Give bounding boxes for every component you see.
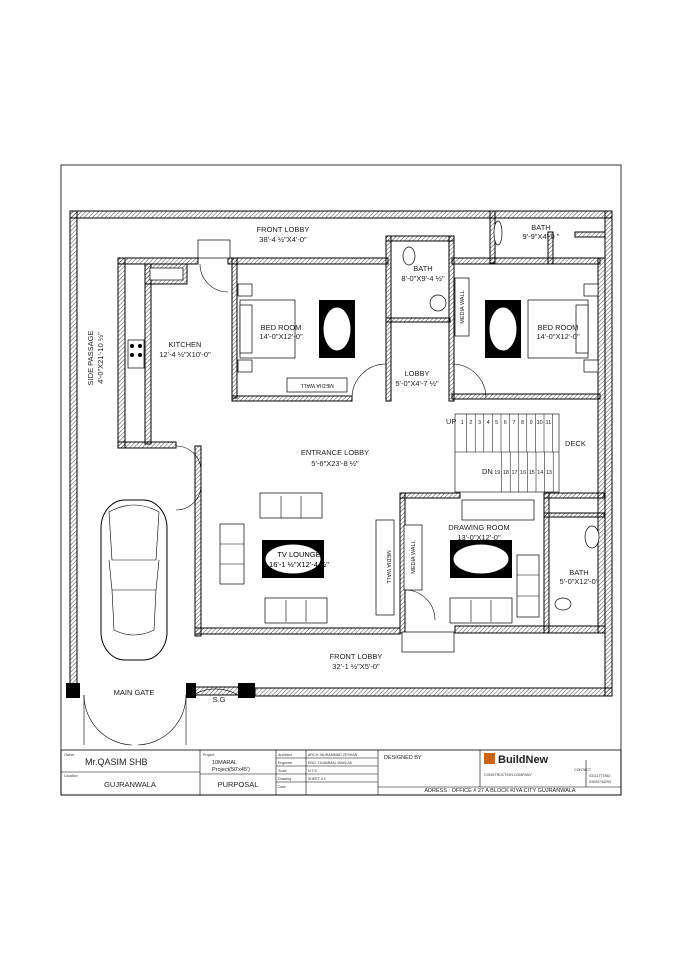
stair-down-step-number: 15 bbox=[529, 470, 535, 476]
kitchen-name: KITCHEN bbox=[169, 340, 202, 349]
bed-room-left-name: BED ROOM bbox=[261, 323, 302, 332]
stair-up-step-number: 2 bbox=[469, 420, 472, 426]
room-labels: FRONT LOBBY 38'-4 ½"X4'-0" BATH 9'-9"X4'… bbox=[86, 223, 599, 704]
drawn-row-3: SHEET # 1 bbox=[308, 777, 326, 781]
front-lobby-top-name: FRONT LOBBY bbox=[257, 225, 310, 234]
front-lobby-top-dim: 38'-4 ½"X4'-0" bbox=[259, 235, 307, 244]
furniture bbox=[127, 220, 600, 624]
tv-lounge-dim: 16'-1 ½"X12'-4 ½" bbox=[269, 560, 329, 569]
drawn-caption-2: Scale bbox=[278, 769, 287, 773]
side-passage-dim: 4'-0"X21'-10 ½" bbox=[96, 332, 105, 384]
bed-room-right-name: BED ROOM bbox=[538, 323, 579, 332]
side-passage-name: SIDE PASSAGE bbox=[86, 331, 95, 386]
title-block: Owner Mr.QASIM SHB Location GUJRANWALA P… bbox=[60, 749, 622, 796]
bath-top-name: BATH bbox=[531, 223, 550, 232]
stair-up-step-number: 1 bbox=[461, 420, 464, 426]
bath-top-dim: 9'-9"X4'-0 " bbox=[523, 232, 560, 241]
side-gate-label: S.G bbox=[213, 695, 226, 704]
drawing-room-name: DRAWING ROOM bbox=[448, 523, 509, 532]
project-caption: Project bbox=[203, 753, 214, 757]
drawn-caption-1: Engineer bbox=[278, 761, 293, 765]
stair-up-label: UP bbox=[446, 417, 456, 426]
drawn-row-0: ARCH. MUHAMMAD ZESHAN bbox=[308, 753, 358, 757]
owner-caption: Owner bbox=[64, 753, 75, 757]
drawn-caption-4: Date bbox=[278, 785, 286, 789]
contact-2: 03000744293 bbox=[589, 780, 611, 784]
stair-up-step-number: 11 bbox=[545, 420, 551, 426]
tv-lounge-name: TV LOUNGE bbox=[277, 550, 320, 559]
drawn-caption-3: Drawing bbox=[278, 777, 291, 781]
drawing-room-dim: 13'-0"X12'-0" bbox=[457, 533, 501, 542]
drawn-caption-0: Architect bbox=[278, 753, 292, 757]
company-name: BuildNew bbox=[498, 754, 549, 766]
stair-down-step-number: 13 bbox=[546, 470, 552, 476]
media-wall-drawing-2: MEDIA WALL bbox=[411, 540, 417, 573]
stair-down-step-number: 16 bbox=[520, 470, 526, 476]
stair-up-step-number: 9 bbox=[530, 420, 533, 426]
company-logo-icon bbox=[484, 753, 495, 764]
stair-down-step-number: 17 bbox=[511, 470, 517, 476]
purpose-value: PURPOSAL bbox=[218, 780, 259, 789]
designed-by-label: DESIGNED BY bbox=[384, 755, 422, 761]
stair-up-step-number: 5 bbox=[495, 420, 498, 426]
media-wall-drawing-1: MEDIA WALL bbox=[385, 550, 391, 583]
bath-center-name: BATH bbox=[413, 264, 432, 273]
project-size: 10MARAL bbox=[212, 760, 237, 766]
company-tagline: CONSTRUCTION COMPANY bbox=[484, 773, 532, 777]
stair-down-step-number: 18 bbox=[503, 470, 509, 476]
deck-label: DECK bbox=[565, 439, 586, 448]
front-lobby-bottom-name: FRONT LOBBY bbox=[330, 652, 383, 661]
house-walls bbox=[117, 210, 606, 637]
location-value: GUJRANWALA bbox=[104, 780, 156, 789]
media-wall-center: MEDIA WALL bbox=[460, 290, 466, 323]
stair-up-step-number: 3 bbox=[478, 420, 481, 426]
door-swings bbox=[83, 239, 487, 746]
staircase bbox=[454, 413, 560, 493]
lobby-name: LOBBY bbox=[404, 369, 429, 378]
stair-up-step-number: 6 bbox=[504, 420, 507, 426]
drawn-row-2: N.T.S bbox=[308, 769, 317, 773]
lobby-dim: 5'-0"X4'-7 ½" bbox=[395, 379, 439, 388]
entrance-lobby-name: ENTRANCE LOBBY bbox=[301, 448, 369, 457]
stair-dn-label: DN bbox=[482, 467, 493, 476]
stair-up-step-number: 8 bbox=[521, 420, 524, 426]
stair-down-step-number: 14 bbox=[537, 470, 543, 476]
bed-room-right-dim: 14'-0"X12'-0" bbox=[536, 332, 580, 341]
drawn-row-1: ENG. TAJAMMAL MAHLAK bbox=[308, 761, 353, 765]
owner-name: Mr.QASIM SHB bbox=[85, 757, 148, 767]
bed-room-left-dim: 14'-0"X12'-0" bbox=[259, 332, 303, 341]
car-icon bbox=[100, 499, 168, 661]
bath-right-name: BATH bbox=[569, 568, 588, 577]
stair-up-step-number: 4 bbox=[487, 420, 490, 426]
stair-up-step-number: 7 bbox=[512, 420, 515, 426]
stair-up-step-number: 10 bbox=[537, 420, 543, 426]
address-line: ADRESS : OFFICE # 27 A BLOCK KIYA CITY G… bbox=[424, 788, 576, 794]
media-wall-labels: MEDIA WALL MEDIA WALL MEDIA WALL MEDIA W… bbox=[300, 290, 466, 583]
front-lobby-bottom-dim: 32'-1 ½"X5'-0" bbox=[332, 662, 380, 671]
location-caption: Location bbox=[64, 774, 78, 778]
contact-caption: CONTACT bbox=[574, 768, 592, 772]
bath-center-dim: 8'-0"X9'-4 ½" bbox=[401, 274, 445, 283]
media-wall-bedroom: MEDIA WALL bbox=[300, 382, 333, 388]
entrance-lobby-dim: 5'-6"X23'-8 ½" bbox=[311, 459, 359, 468]
boundary-walls bbox=[66, 210, 613, 698]
project-dim: Project(50'x45') bbox=[212, 767, 250, 773]
kitchen-dim: 12'-4 ½"X10'-0" bbox=[159, 350, 211, 359]
main-gate-label: MAIN GATE bbox=[114, 688, 155, 697]
bath-right-dim: 5'-0"X12'-0" bbox=[559, 577, 598, 586]
stair-down-step-number: 19 bbox=[494, 470, 500, 476]
contact-1: 03111777862 bbox=[589, 774, 610, 778]
